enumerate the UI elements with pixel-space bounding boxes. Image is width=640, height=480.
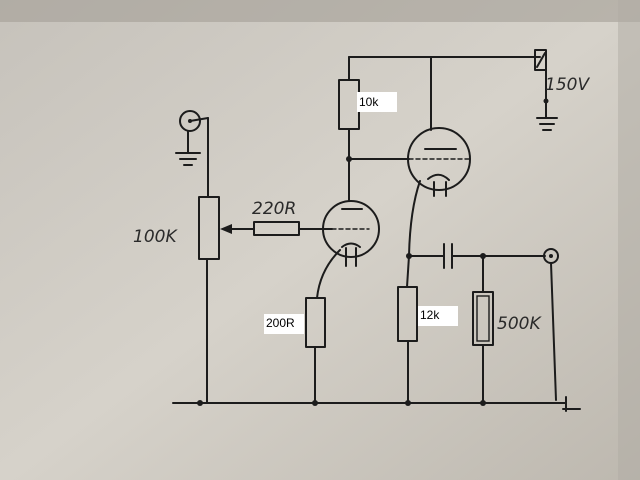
grid-resistor-label: 220R bbox=[252, 199, 296, 219]
triode-2 bbox=[407, 127, 471, 197]
supply-voltage-label: 150V bbox=[545, 75, 590, 95]
paper-shadow-right bbox=[618, 0, 640, 480]
plate-resistor-label: 10k bbox=[359, 95, 379, 109]
output-jack bbox=[543, 248, 559, 401]
input-jack bbox=[175, 110, 209, 166]
coupling-capacitor bbox=[408, 243, 546, 269]
cathode-follower-wire bbox=[408, 180, 421, 257]
cathode-resistor-label: 200R bbox=[266, 316, 295, 330]
cathode-follower-resistor bbox=[397, 255, 418, 404]
plate-resistor-tag bbox=[357, 92, 397, 112]
ground-rail bbox=[172, 396, 581, 412]
junction-dot bbox=[346, 156, 352, 162]
pot-label: 100K bbox=[133, 227, 178, 247]
load-resistor bbox=[472, 255, 494, 404]
potentiometer bbox=[198, 196, 255, 260]
triode-1 bbox=[322, 200, 380, 267]
load-resistor-label: 500K bbox=[497, 314, 542, 334]
cathode-follower-resistor-tag bbox=[418, 306, 458, 326]
cathode-resistor bbox=[305, 249, 341, 404]
paper-shadow-top bbox=[0, 0, 640, 22]
cathode-resistor-tag bbox=[264, 314, 304, 334]
grid-stopper-resistor bbox=[253, 221, 333, 236]
supply-terminal bbox=[534, 49, 558, 131]
cathode-follower-resistor-label: 12k bbox=[420, 308, 440, 322]
